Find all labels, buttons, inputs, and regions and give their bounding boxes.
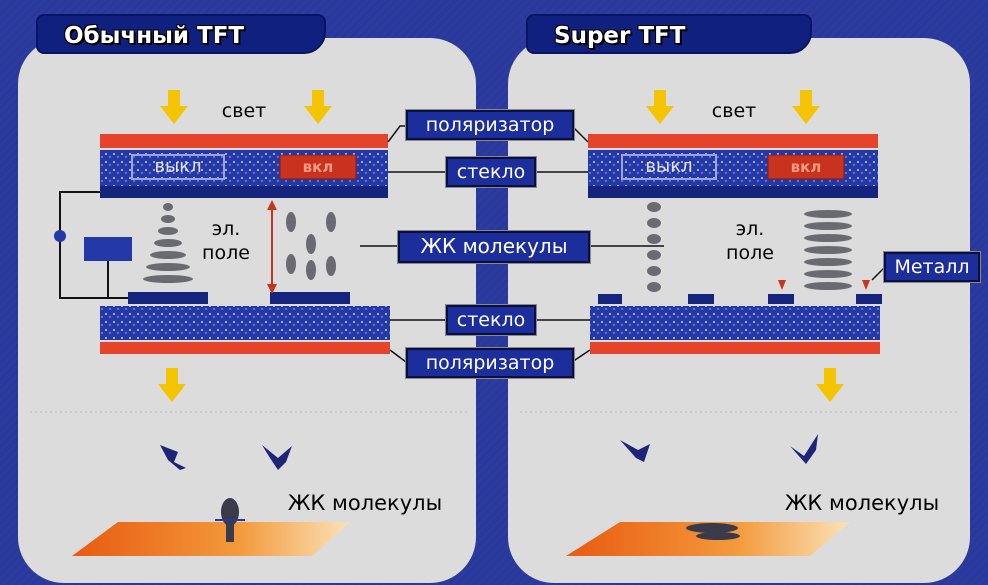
- left-tft-switch: [84, 237, 132, 261]
- left-field-label-1: эл.: [211, 218, 241, 240]
- right-top-polarizer: [588, 134, 878, 148]
- right-bottom-glass: [590, 306, 880, 340]
- right-metal-electrodes: [598, 294, 882, 304]
- left-top-polarizer: [100, 134, 388, 148]
- left-viewer-icons: [160, 445, 292, 470]
- right-off-pixel: [621, 154, 717, 180]
- right-field-label-1: эл.: [735, 218, 765, 240]
- left-bottom-glass: [100, 306, 390, 340]
- right-molecules-off: [647, 202, 661, 292]
- left-electrode-b: [270, 292, 350, 304]
- right-on-label: вкл: [790, 158, 822, 176]
- left-molecules-off: [143, 203, 193, 283]
- callout-lc-molecules: ЖК молекулы: [397, 230, 591, 264]
- right-on-pixel: [767, 154, 845, 180]
- callout-leaders: [360, 125, 887, 363]
- left-title: Обычный TFT: [36, 14, 326, 54]
- left-on-label: вкл: [302, 158, 334, 176]
- left-bottom-polarizer: [100, 342, 390, 354]
- callout-glass-top: стекло: [445, 156, 537, 188]
- callout-metal: Металл: [883, 251, 981, 283]
- right-viewer-icons: [620, 434, 818, 464]
- callout-polarizer-top: поляризатор: [405, 109, 575, 141]
- left-circuit: [59, 191, 128, 299]
- left-field-arrow: [267, 200, 277, 294]
- callout-glass-bottom: стекло: [445, 304, 537, 336]
- left-on-pixel: [279, 154, 357, 180]
- left-off-pixel: [131, 154, 225, 180]
- right-light-label: свет: [711, 100, 757, 122]
- right-field-label-2: поле: [726, 242, 774, 264]
- right-molecules-on: [804, 210, 852, 290]
- left-bottom-label: ЖК молекулы: [287, 491, 443, 515]
- left-light-label: свет: [221, 100, 267, 122]
- right-title: Super TFT: [526, 14, 812, 54]
- left-field-label-2: поле: [202, 242, 250, 264]
- right-off-label: выкл: [645, 156, 693, 177]
- left-electrode-a: [128, 292, 208, 304]
- right-display-molecule: [686, 523, 740, 540]
- left-display-surface: [72, 522, 350, 556]
- right-bottom-label: ЖК молекулы: [784, 491, 940, 515]
- right-bottom-polarizer: [590, 342, 880, 354]
- callout-polarizer-bottom: поляризатор: [405, 347, 575, 379]
- left-molecules-on: [286, 212, 336, 280]
- left-off-label: выкл: [154, 156, 202, 177]
- right-metal-markers: [778, 280, 870, 290]
